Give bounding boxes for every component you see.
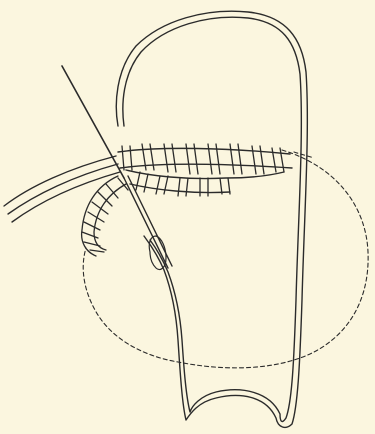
coil-core-inner	[126, 170, 284, 193]
coil-curl	[82, 176, 128, 256]
fibre-bundle	[4, 156, 120, 222]
